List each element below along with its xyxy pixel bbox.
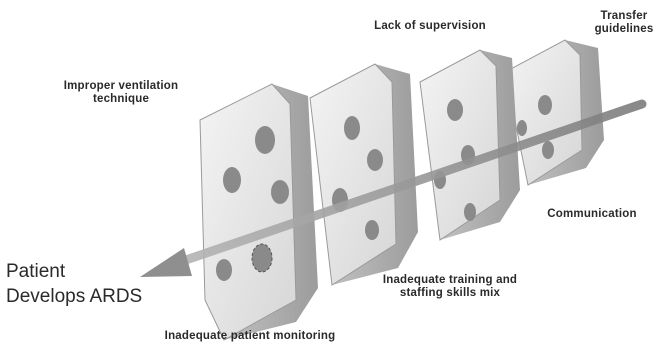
label-inadequate-monitoring: Inadequate patient monitoring	[140, 330, 360, 343]
label-lack-of-supervision: Lack of supervision	[360, 20, 500, 33]
label-inadequate-training: Inadequate training and staffing skills …	[378, 274, 522, 300]
outcome-line-2: Develops ARDS	[6, 285, 142, 309]
cheese-slice-1	[200, 84, 318, 340]
cheese-slice-4	[505, 40, 604, 185]
cheese-slice-2	[310, 64, 418, 285]
cheese-slice-3	[420, 50, 520, 240]
label-improper-ventilation: Improper ventilation technique	[62, 80, 180, 106]
label-transfer-guidelines: Transfer guidelines	[590, 10, 658, 36]
label-communication: Communication	[528, 208, 656, 221]
outcome-line-1: Patient	[6, 260, 65, 284]
